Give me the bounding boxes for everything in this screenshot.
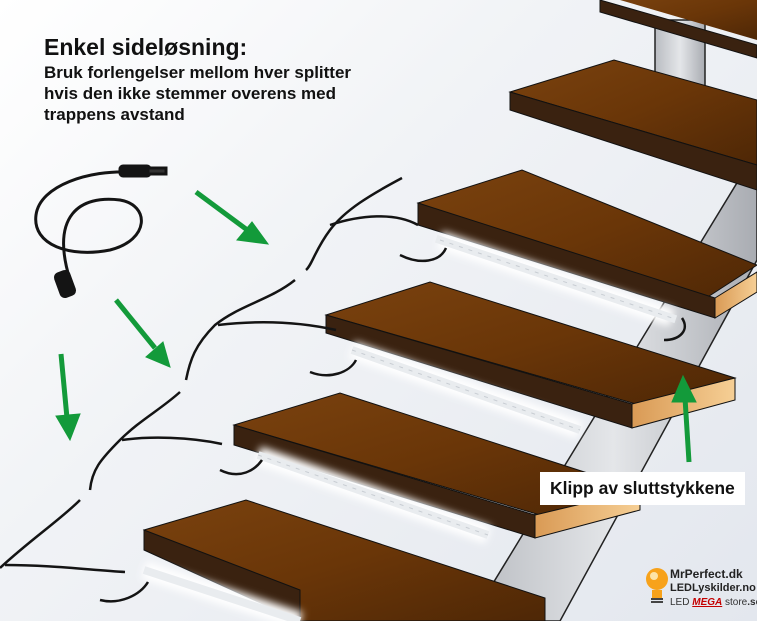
logo-mega: MEGA: [692, 597, 723, 608]
logo-store: store: [722, 597, 748, 608]
arrow-4-icon: [671, 374, 697, 463]
stair-step-5: [232, 392, 642, 539]
cut-ends-callout: Klipp av sluttstykkene: [540, 472, 745, 505]
subtitle-line-3: trappens avstand: [44, 105, 185, 124]
logo-ledmegastore: LED MEGA store.se: [670, 597, 757, 608]
stair-step-3: [416, 169, 757, 319]
arrow-3-icon: [55, 353, 81, 442]
arrow-2-icon: [114, 298, 171, 368]
stair-step-4: [324, 281, 737, 429]
logo-led-prefix: LED: [670, 597, 693, 608]
logo-mrperfect: MrPerfect.dk: [670, 567, 743, 581]
heading: Enkel sideløsning: Bruk forlengelser mel…: [44, 34, 351, 125]
brand-logo: MrPerfect.dk LEDLyskilder.no LED MEGA st…: [644, 566, 757, 614]
stair-step-2: [508, 59, 757, 191]
title: Enkel sideløsning:: [44, 34, 248, 60]
logo-tld: .se: [747, 597, 757, 608]
led-bar-3: [255, 446, 491, 544]
lightbulb-icon: [646, 568, 668, 603]
subtitle-line-2: hvis den ikke stemmer overens med: [44, 84, 336, 103]
led-bar-4: [141, 561, 303, 621]
arrow-1-icon: [194, 189, 270, 245]
stair-step-1: [599, 0, 757, 59]
splitter-cables: [0, 176, 687, 603]
led-bar-2: [349, 341, 583, 439]
led-bar-1: [434, 231, 678, 327]
extension-cable: [34, 164, 168, 299]
subtitle-line-1: Bruk forlengelser mellom hver splitter: [44, 63, 352, 82]
logo-ledlyskilder: LEDLyskilder.no: [670, 582, 756, 594]
